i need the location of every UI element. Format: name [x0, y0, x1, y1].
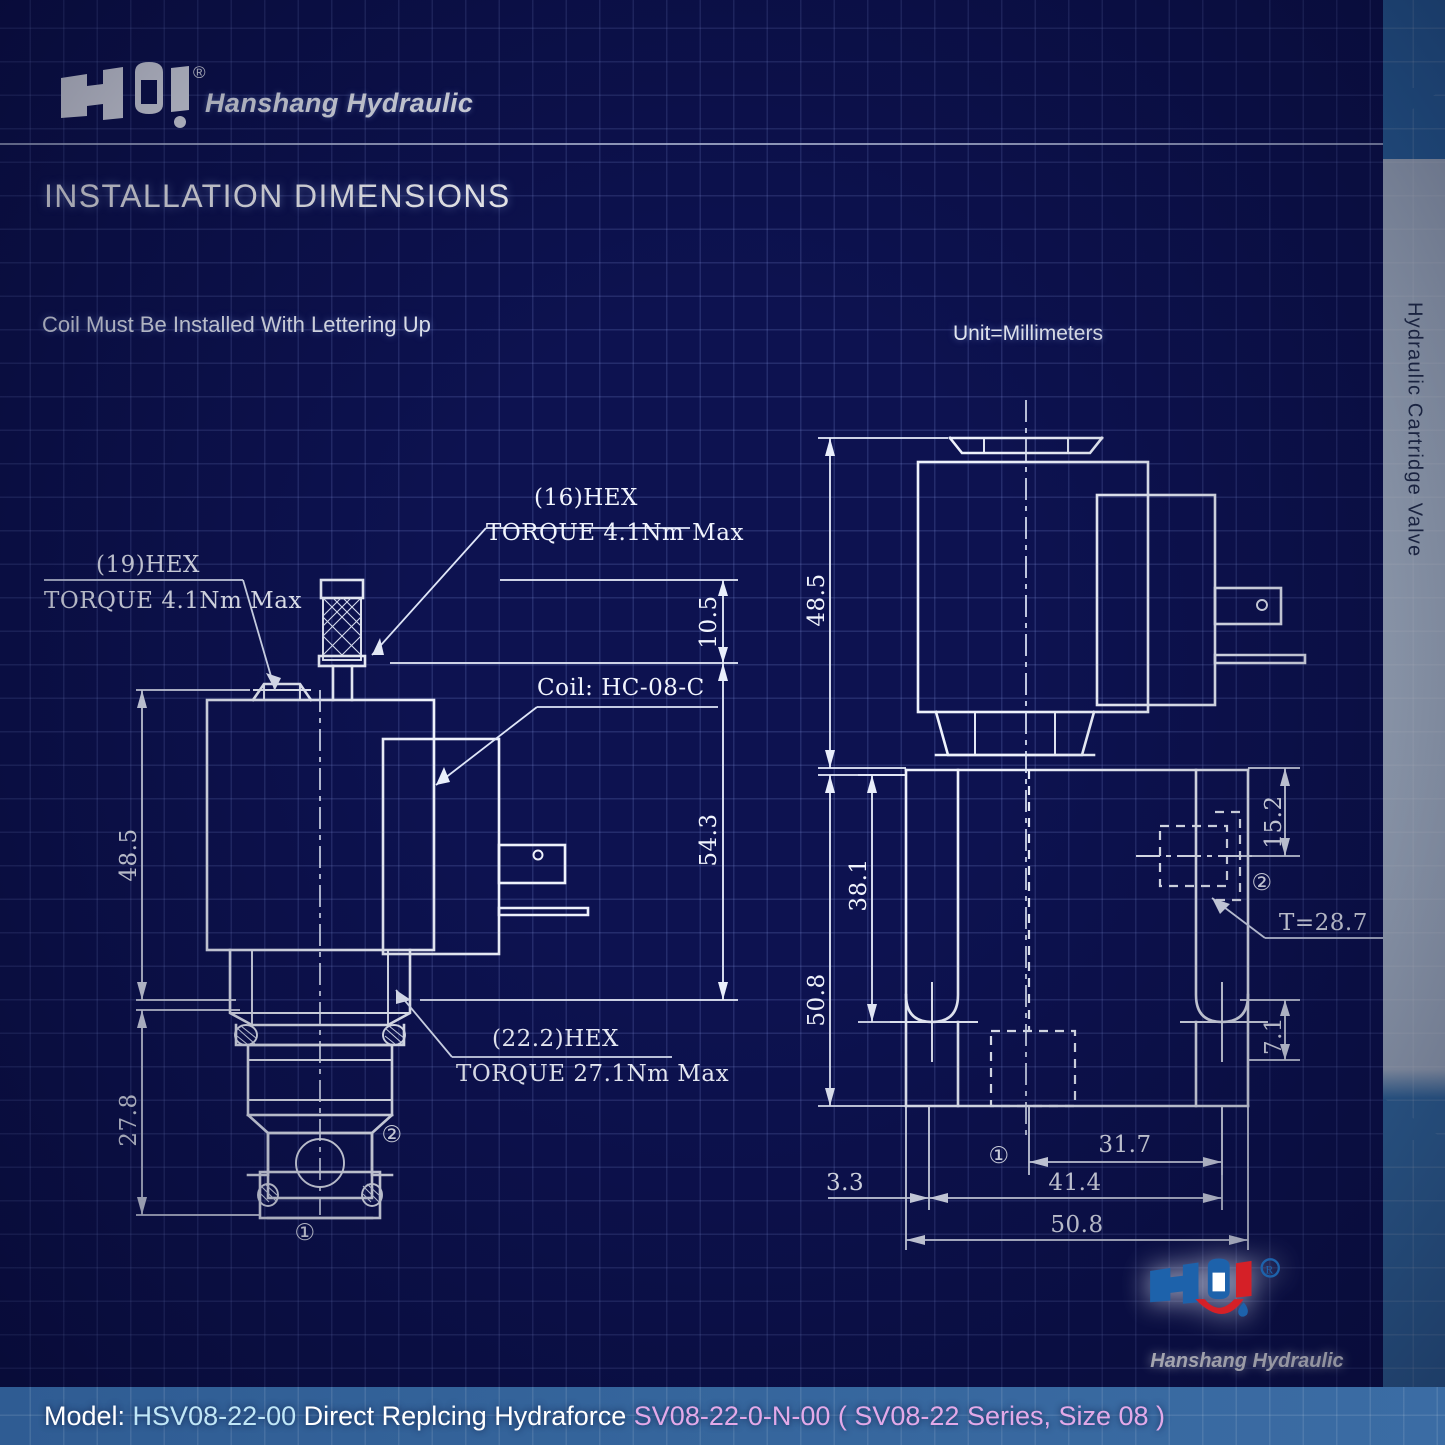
dimension-50-8-horizontal: 50.8: [1050, 1212, 1103, 1238]
brand-name: Hanshang Hydraulic: [205, 88, 474, 118]
footer-bar: Model: HSV08-22-00 Direct Replcing Hydra…: [0, 1387, 1445, 1445]
watermark-logo: R: [1150, 1258, 1280, 1317]
footer-grid: [0, 1387, 1445, 1445]
footer-model-code: HSV08-22-00: [132, 1400, 297, 1431]
side-band-label: Hydraulic Cartridge Valve: [1403, 302, 1426, 558]
port-mark-1-front: ①: [294, 1220, 315, 1246]
footer-model-text: Model: HSV08-22-00 Direct Replcing Hydra…: [0, 1401, 1165, 1432]
dimension-10-5: 10.5: [696, 595, 722, 648]
side-band-text: Hydraulic Cartridge Valve: [1383, 0, 1445, 1100]
dimension-31-7: 31.7: [1098, 1132, 1151, 1158]
dimension-38-1: 38.1: [846, 858, 872, 911]
side-band-bottom-wedge: [1383, 1098, 1445, 1140]
callout-hex222-line1: (22.2)HEX: [492, 1026, 619, 1052]
port-mark-2-front: ②: [381, 1122, 402, 1148]
dimension-7-1: 7.1: [1261, 1017, 1287, 1055]
port-mark-2-side: ②: [1251, 870, 1272, 896]
dimension-54-3: 54.3: [696, 813, 722, 866]
footer-model-label: Model:: [44, 1400, 133, 1431]
callout-thickness: T=28.7: [1279, 910, 1368, 936]
dimension-48-5-side: 48.5: [804, 573, 830, 626]
svg-text:R: R: [1266, 1263, 1274, 1276]
header-divider: [0, 143, 1383, 145]
page-title: INSTALLATION DIMENSIONS: [44, 178, 511, 214]
dimension-41-4: 41.4: [1048, 1170, 1101, 1196]
port-mark-1-side: ①: [988, 1143, 1009, 1169]
callout-hex16-line2: TORQUE 4.1Nm Max: [486, 520, 744, 546]
dimension-15-2: 15.2: [1261, 795, 1287, 848]
unit-note: Unit=Millimeters: [953, 322, 1103, 345]
side-view-geometry: [890, 400, 1307, 1140]
dimension-50-8-vertical: 50.8: [804, 973, 830, 1026]
callout-hex19-line2: TORQUE 4.1Nm Max: [44, 588, 302, 614]
coil-install-note: Coil Must Be Installed With Lettering Up: [42, 312, 431, 337]
registered-mark: ®: [193, 63, 206, 82]
callout-hex16-line1: (16)HEX: [534, 485, 638, 511]
footer-replaced-code: SV08-22-0-N-00 ( SV08-22 Series, Size 08…: [633, 1400, 1166, 1431]
callout-coil: Coil: HC-08-C: [537, 675, 705, 701]
dimension-48-5-front: 48.5: [116, 828, 142, 881]
drawing-text: (19)HEX TORQUE 4.1Nm Max (16)HEX TORQUE …: [44, 485, 1368, 1246]
dimension-27-8: 27.8: [116, 1093, 142, 1146]
footer-replace-text: Direct Replcing Hydraforce: [296, 1400, 634, 1431]
callout-hex222-line2: TORQUE 27.1Nm Max: [456, 1061, 729, 1087]
callout-hex19-line1: (19)HEX: [96, 552, 200, 578]
dimension-3-3: 3.3: [826, 1170, 864, 1196]
